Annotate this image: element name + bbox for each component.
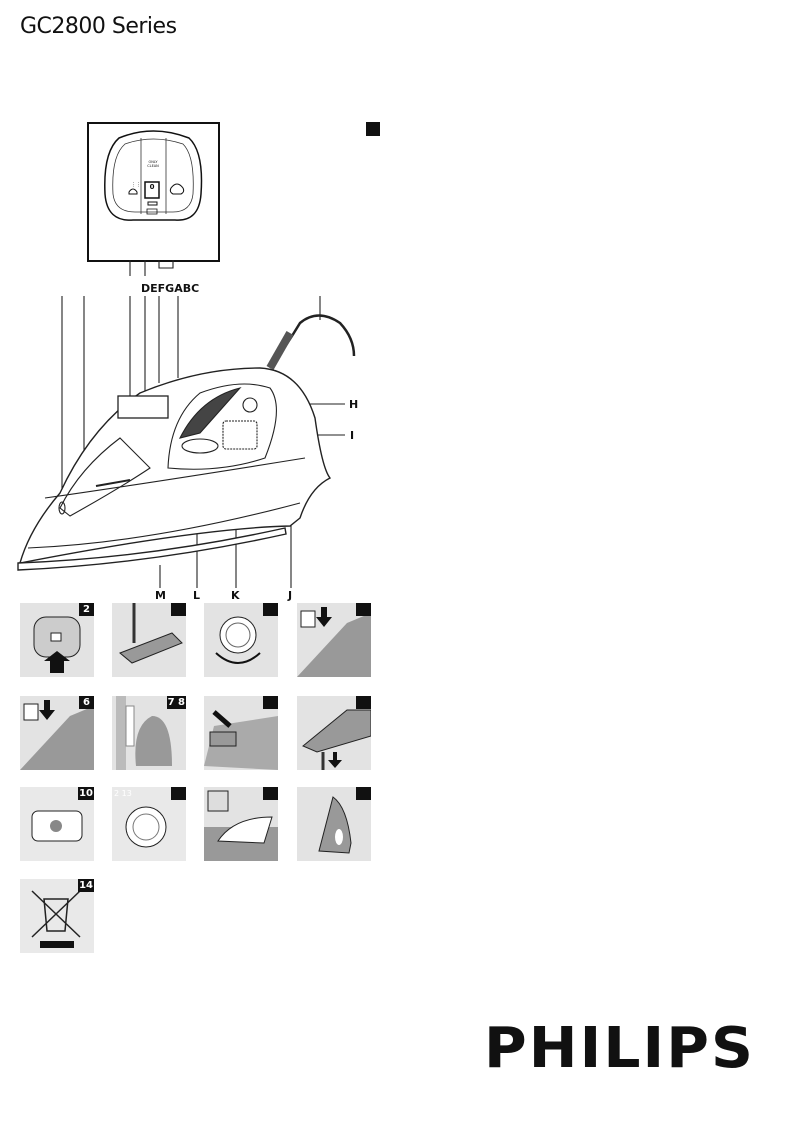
control-panel-inset: ⋮⋮ ONLY CLEAN 0 (87, 122, 220, 262)
vertical-steam-icon (116, 696, 172, 770)
step-number-badge: 2 (79, 603, 94, 616)
steam-dial-icon (125, 806, 167, 848)
spray-button-press-icon (297, 607, 371, 677)
callout-labels-top: DEFGABC (141, 282, 200, 295)
control-panel-drawing: ⋮⋮ (104, 130, 203, 221)
step-number-badge (171, 603, 186, 616)
philips-logo: PHILIPS (484, 1016, 756, 1081)
step-illustration-vertical-steam: 7 8 (112, 696, 186, 770)
step-number-badge: 7 8 (166, 696, 186, 709)
iron-on-heel-icon (318, 796, 352, 854)
cartridge-icon (31, 810, 83, 842)
step-number-badge: 14 (78, 879, 94, 892)
calc-clean-shake-icon (204, 790, 278, 861)
step-number-badge (356, 603, 371, 616)
button-press-icon (204, 710, 278, 770)
step-illustration-filling-water (112, 603, 186, 677)
callout-m: M (155, 589, 166, 602)
step-illustration-steam-dial-rotate (204, 603, 278, 677)
step-illustration-weee-recycling: 14 (20, 879, 94, 953)
filling-water-icon (119, 603, 183, 664)
step-illustration-calc-clean-button: 2 (20, 603, 94, 677)
step-number-badge: 6 (79, 696, 94, 709)
calc-clean-button-label: 0 (149, 183, 155, 191)
step-number-badge: 10 (78, 787, 94, 800)
step-illustration-spray-button-press (297, 603, 371, 677)
calc-clean-label: ONLY CLEAN (147, 160, 159, 168)
step-number-badge (171, 787, 186, 800)
calc-clean-button-icon (33, 616, 81, 673)
step-illustration-cartridge: 10 (20, 787, 94, 861)
weee-recycling-icon (31, 890, 81, 948)
step-illustration-shot-of-steam-button: 6 (20, 696, 94, 770)
steam-dial-rotate-icon (215, 616, 261, 664)
unplug-iron-icon (302, 709, 371, 770)
iron-diagram (17, 260, 356, 588)
step-illustration-calc-clean-shake (204, 787, 278, 861)
step-number-badge (263, 603, 278, 616)
callout-h: H (349, 398, 359, 411)
step-number-badge (263, 787, 278, 800)
callout-i: I (350, 429, 355, 442)
svg-text:⋮⋮: ⋮⋮ (131, 182, 141, 188)
document-title: GC2800 Series (20, 14, 177, 39)
step-illustration-iron-on-heel (297, 787, 371, 861)
callout-l: L (193, 589, 201, 602)
callout-j: J (288, 589, 293, 602)
shot-of-steam-button-icon (20, 700, 94, 770)
step-faint-text: 2 13 (114, 789, 132, 798)
step-illustration-steam-dial: 2 13 (112, 787, 186, 861)
step-illustration-button-press (204, 696, 278, 770)
step-number-badge (356, 696, 371, 709)
step-illustration-unplug-iron (297, 696, 371, 770)
callout-k: K (231, 589, 240, 602)
step-number-badge (263, 696, 278, 709)
step-number-badge (356, 787, 371, 800)
language-marker (366, 122, 380, 136)
